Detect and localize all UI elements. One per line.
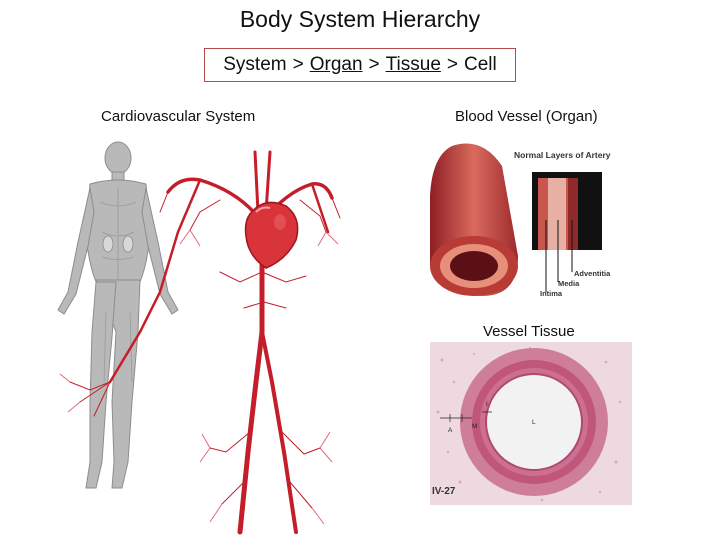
artery-layers-diagram: Normal Layers of Artery Adventitia Media…: [430, 143, 611, 298]
vessel-tissue-micrograph: L I M A IV-27: [430, 342, 632, 505]
hierarchy-box: System > Organ > Tissue > Cell: [204, 48, 516, 82]
intima-marker-label: I: [486, 401, 488, 408]
human-body-silhouette: [57, 141, 179, 489]
capillary-branches: [59, 229, 339, 525]
blood-vessel-caption: Blood Vessel (Organ): [455, 108, 598, 125]
hierarchy-tissue: Tissue: [385, 54, 441, 75]
hierarchy-system: System: [223, 54, 287, 75]
cardiovascular-system-illustration: [57, 141, 341, 535]
layer-arrow-markers: [440, 411, 492, 422]
intima-label: Intima: [540, 289, 563, 298]
kidney-shapes: [102, 235, 134, 253]
artery-section-inset: [532, 172, 602, 250]
heart-icon: [244, 201, 299, 269]
body-muscle-lines: [99, 188, 137, 383]
hierarchy-cell: Cell: [464, 54, 497, 75]
cardiovascular-caption: Cardiovascular System: [101, 108, 256, 125]
page-title: Body System Hierarchy: [239, 6, 481, 32]
lumen: [485, 373, 583, 471]
artery-tube: [430, 143, 518, 296]
artery-diagram-heading: Normal Layers of Artery: [514, 150, 611, 160]
hierarchy-separator: >: [446, 54, 459, 75]
layer-pointers: [545, 220, 573, 292]
hierarchy-organ: Organ: [309, 54, 363, 75]
plate-id-label: IV-27: [432, 486, 456, 497]
lumen-label: L: [532, 419, 536, 426]
arterial-tree: [69, 150, 341, 535]
connective-tissue-speckle: [436, 346, 622, 502]
adventitia-label: Adventitia: [574, 269, 611, 278]
hierarchy-separator: >: [368, 54, 380, 75]
media-marker-label: M: [472, 423, 477, 430]
vessel-tissue-caption: Vessel Tissue: [483, 323, 575, 340]
hierarchy-separator: >: [292, 54, 304, 75]
adventitia-marker-label: A: [448, 427, 453, 434]
media-label: Media: [558, 279, 580, 288]
